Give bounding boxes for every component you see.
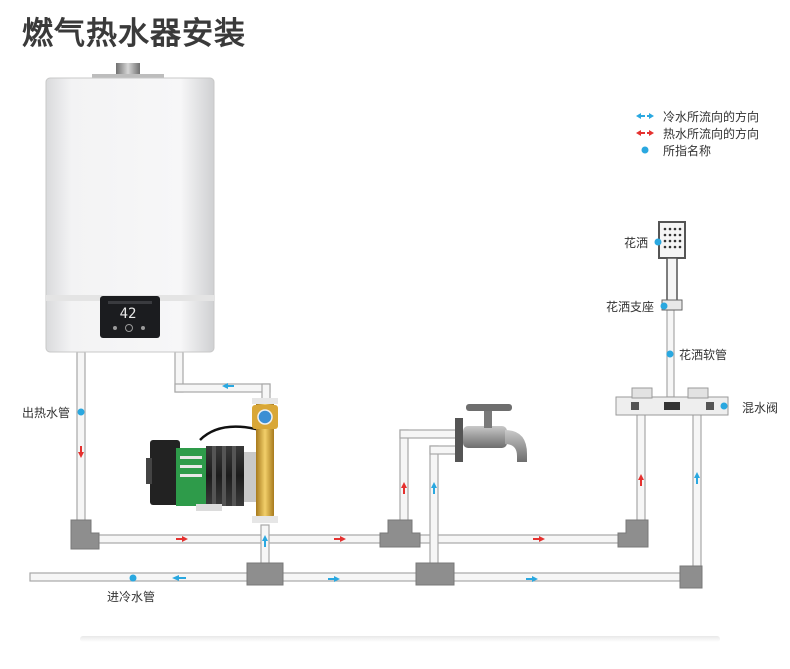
label-shower-head: 花洒: [624, 236, 649, 250]
heater-knob-right: [141, 326, 145, 330]
elbow-mixer-hot: [617, 519, 649, 548]
label-shower-hose: 花洒软管: [679, 348, 728, 362]
pipe-fittings: [70, 519, 703, 589]
mixing-valve: [615, 387, 729, 416]
mixing-valve-knob-right: [687, 387, 709, 399]
label-cold-inlet-pipe: 进冷水管: [107, 590, 156, 604]
shower-head-holes: [663, 227, 682, 249]
faucet-cold-riser: [429, 445, 439, 567]
hot-arrow-faucet-up: [401, 482, 407, 494]
pump-label-line2: [180, 465, 202, 468]
pump-fin-2: [222, 446, 226, 506]
label-mixing-valve: 混水阀: [742, 401, 779, 415]
cold-arrow-pump-up: [262, 535, 268, 547]
faucet-body: [463, 426, 507, 448]
pump-end-cap: [150, 440, 180, 505]
faucet-wall-plate: [455, 418, 463, 462]
legend-symbols: [636, 113, 654, 154]
cold-arrow-mixer-up: [694, 472, 700, 484]
floor-shadow: [80, 636, 720, 642]
faucet-hot-riser: [399, 429, 409, 526]
shower-head: [658, 221, 686, 259]
heater-cold-inlet-horizontal: [174, 383, 271, 393]
legend-pointer-label: 所指名称: [663, 144, 712, 158]
dot-shower-holder: [660, 302, 668, 310]
elbow-hot-outlet: [70, 519, 100, 550]
mixing-valve-nut-left: [631, 402, 639, 410]
shower-handle: [666, 257, 678, 305]
heater-knob-left: [113, 326, 117, 330]
mixer-cold-riser: [692, 412, 702, 574]
cold-arrow-faucet-up: [431, 482, 437, 494]
faucet-hot-horizontal: [399, 429, 459, 439]
pump-fin-3: [232, 446, 236, 506]
dot-hot-outlet-pipe: [77, 408, 85, 416]
dot-shower-head: [654, 238, 662, 246]
pump-label-line1: [180, 456, 202, 459]
cold-main-pipe-1: [29, 572, 253, 582]
flow-arrows: [78, 383, 700, 582]
page-title: 燃气热水器安装: [22, 16, 246, 52]
pump-coupling: [244, 452, 258, 502]
faucet-cold-horizontal: [429, 445, 459, 455]
hot-arrow-main-2: [334, 536, 346, 542]
pump-power-cable: [199, 425, 261, 441]
elbow-mixer-cold: [679, 565, 703, 589]
mixing-valve-knob-left: [631, 387, 653, 399]
pump-brass-body: [256, 400, 274, 518]
pump-label-line3: [180, 474, 202, 477]
heater-knob-center: [125, 324, 133, 332]
mixing-valve-outlet: [664, 402, 680, 410]
legend-cold-label: 冷水所流向的方向: [663, 110, 760, 124]
label-shower-holder: 花洒支座: [606, 300, 655, 314]
legend-hot-arrow: [636, 130, 654, 136]
dot-shower-hose: [666, 350, 674, 358]
legend-hot-label: 热水所流向的方向: [663, 127, 760, 141]
dot-mixing-valve: [720, 402, 728, 410]
heater-body: [45, 77, 215, 353]
cold-arrow-main-3: [526, 576, 538, 582]
dot-cold-inlet-pipe: [129, 574, 137, 582]
mixing-valve-nut-right: [706, 402, 714, 410]
cold-main-pipe-3: [451, 572, 681, 582]
pump-base: [196, 504, 222, 511]
hot-arrow-mixer-up: [638, 474, 644, 486]
heater-temperature-readout: 42: [120, 306, 137, 322]
hot-arrow-main-3: [533, 536, 545, 542]
hot-main-pipe-2: [419, 534, 633, 544]
label-hot-outlet-pipe: 出热水管: [22, 406, 71, 420]
cold-main-pipe-2: [279, 572, 421, 582]
faucet-stem: [484, 410, 492, 428]
pump-fin-1: [212, 446, 216, 506]
heater-display-strip: [108, 301, 152, 304]
shower-assembly: [658, 221, 686, 311]
legend-cold-arrow: [636, 113, 654, 119]
tee-faucet-hot: [379, 519, 421, 548]
tee-pump-cold: [246, 562, 284, 586]
faucet-spout: [505, 430, 527, 462]
gas-water-heater: 42: [45, 63, 215, 353]
faucet: [455, 404, 527, 462]
hot-arrow-main-1: [176, 536, 188, 542]
cold-arrow-main-2: [328, 576, 340, 582]
booster-pump: [146, 398, 278, 523]
pointer-dots: [77, 238, 728, 582]
pump-bottom-nut: [252, 516, 278, 523]
hot-main-pipe-1: [94, 534, 396, 544]
hot-arrow-outlet-down: [78, 446, 84, 458]
legend-dot: [641, 146, 649, 154]
mixer-hot-riser: [636, 412, 646, 526]
tee-faucet-cold: [415, 562, 455, 586]
hot-outlet-pipe: [76, 351, 86, 531]
faucet-handle: [466, 404, 512, 411]
pump-flow-indicator: [257, 409, 273, 425]
cold-arrow-main-1: [172, 575, 186, 581]
cold-arrow-heater-inlet: [222, 383, 234, 389]
pump-top-nut: [252, 398, 278, 404]
pump-end-knob: [146, 458, 152, 484]
